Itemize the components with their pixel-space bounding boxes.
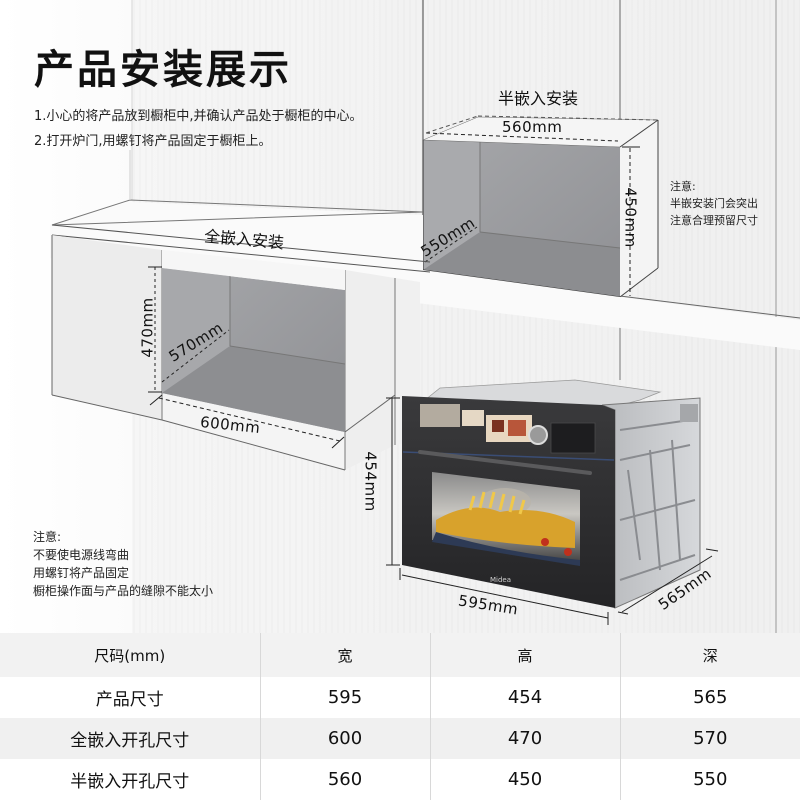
page-title: 产品安装展示 — [34, 47, 292, 93]
table-header-row: 尺码(mm) 宽 高 深 — [0, 633, 800, 677]
brand-logo: Midea — [490, 576, 511, 584]
column-header-width: 宽 — [259, 633, 430, 677]
cell-depth: 550 — [619, 759, 800, 800]
note-line: 注意: — [670, 180, 696, 193]
cell-width: 600 — [259, 718, 430, 759]
row-label: 全嵌入开孔尺寸 — [0, 718, 260, 759]
oven-illustration: Midea — [402, 379, 701, 609]
cell-height: 470 — [429, 718, 620, 759]
table-row: 产品尺寸 595 454 565 — [0, 677, 800, 718]
caution-note: 注意: 不要使电源线弯曲 用螺钉将产品固定 橱柜操作面与产品的缝隙不能太小 — [33, 528, 213, 600]
installation-scene: Midea 产品安装展示 1.小心的将产品放到橱柜中,并确认产品处于橱柜的中心。… — [0, 0, 800, 633]
cell-width: 560 — [259, 759, 430, 800]
half-embed-note: 注意: 半嵌安装门会突出 注意合理预留尺寸 — [670, 178, 758, 229]
row-label: 产品尺寸 — [0, 677, 260, 718]
note-line: 橱柜操作面与产品的缝隙不能太小 — [33, 584, 214, 598]
note-line: 半嵌安装门会突出 — [670, 197, 758, 210]
table-row: 半嵌入开孔尺寸 560 450 550 — [0, 759, 800, 800]
note-line: 不要使电源线弯曲 — [33, 548, 130, 562]
install-step-2: 2.打开炉门,用螺钉将产品固定于橱柜上。 — [34, 134, 272, 149]
cabinet-illustration: Midea — [0, 0, 800, 633]
product-height-label: 454mm — [361, 451, 380, 512]
table-row: 全嵌入开孔尺寸 600 470 570 — [0, 718, 800, 759]
full-embed-height-label: 470mm — [138, 297, 157, 358]
cell-width: 595 — [259, 677, 430, 718]
note-line: 注意合理预留尺寸 — [670, 214, 758, 227]
half-embed-title: 半嵌入安装 — [498, 89, 579, 108]
cell-depth: 570 — [619, 718, 800, 759]
column-header-height: 高 — [429, 633, 620, 677]
cell-height: 454 — [429, 677, 620, 718]
cell-depth: 565 — [619, 677, 800, 718]
cell-height: 450 — [429, 759, 620, 800]
install-step-1: 1.小心的将产品放到橱柜中,并确认产品处于橱柜的中心。 — [34, 109, 363, 124]
note-line: 注意: — [33, 530, 62, 544]
row-label: 半嵌入开孔尺寸 — [0, 759, 260, 800]
column-header-depth: 深 — [619, 633, 800, 677]
half-embed-width-label: 560mm — [502, 118, 563, 136]
half-embed-height-label: 450mm — [621, 187, 640, 248]
note-line: 用螺钉将产品固定 — [33, 566, 130, 580]
column-header-size: 尺码(mm) — [0, 633, 260, 677]
specs-table: 尺码(mm) 宽 高 深 产品尺寸 595 454 565 全嵌入开孔尺寸 60… — [0, 633, 800, 800]
